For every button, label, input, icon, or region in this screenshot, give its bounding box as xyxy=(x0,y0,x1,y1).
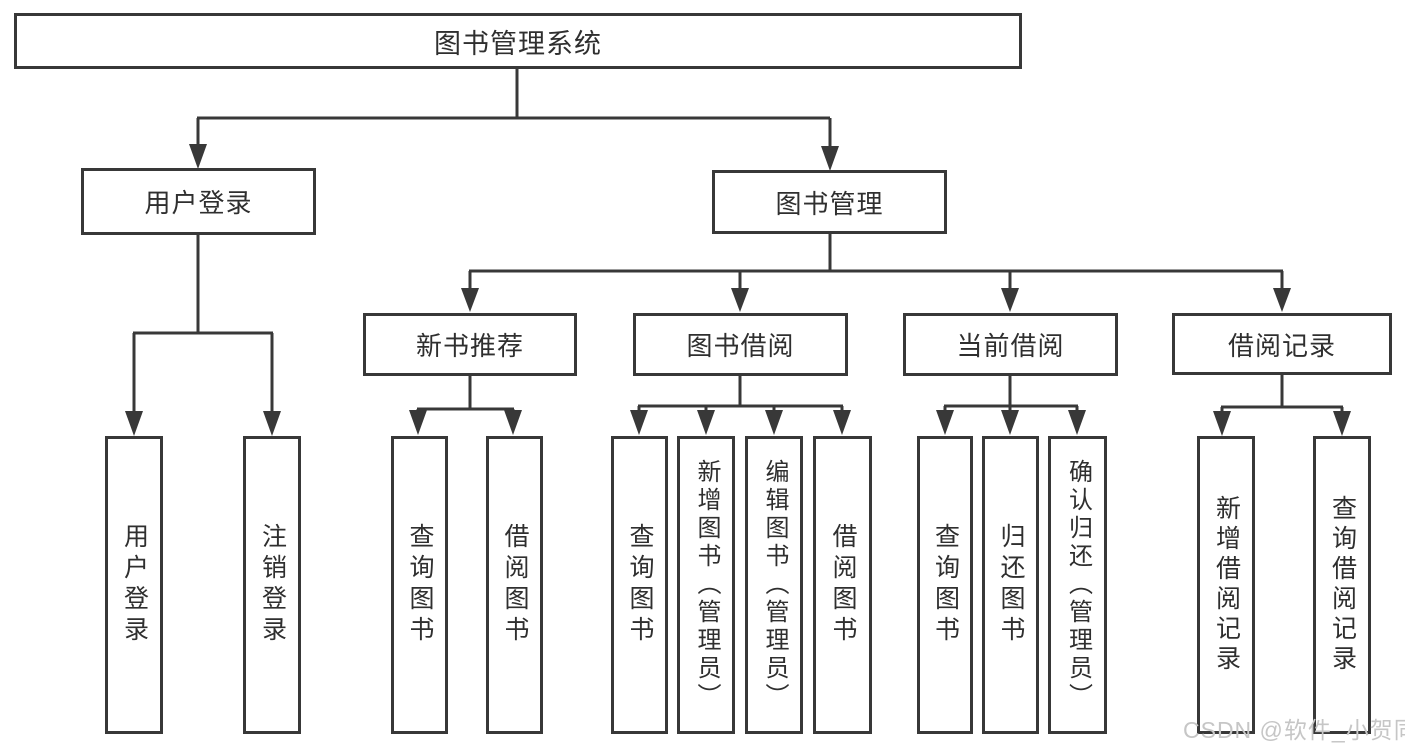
node-user-login-label: 用户登录 xyxy=(144,188,253,218)
connector-root xyxy=(189,68,839,171)
node-book-borrowing: 图书借阅 xyxy=(633,313,848,376)
connector-new-book-recommend xyxy=(409,375,522,435)
node-book-management-label: 图书管理 xyxy=(775,188,884,219)
csdn-watermark: CSDN @软件_小贺同学 xyxy=(1183,717,1405,743)
node-user-login: 用户登录 xyxy=(81,168,316,235)
leaf-edit-book-admin-label: 编辑图书（管理员） xyxy=(761,459,788,711)
node-current-borrowing: 当前借阅 xyxy=(903,313,1118,376)
leaf-add-borrow-record: 新增借阅记录 xyxy=(1197,436,1255,734)
leaf-query-borrow-record: 查询借阅记录 xyxy=(1313,436,1371,734)
leaf-borrow-books-recommend: 借阅图书 xyxy=(486,436,543,734)
leaf-logout: 注销登录 xyxy=(243,436,301,734)
leaf-edit-book-admin: 编辑图书（管理员） xyxy=(745,436,803,734)
leaf-user-login: 用户登录 xyxy=(105,436,163,734)
leaf-confirm-return-admin: 确认归还（管理员） xyxy=(1048,436,1107,734)
leaf-add-book-admin-label: 新增图书（管理员） xyxy=(693,459,720,711)
leaf-borrow-books-recommend-label: 借阅图书 xyxy=(501,523,529,647)
node-library-management-system: 图书管理系统 xyxy=(14,13,1022,69)
leaf-return-book-label: 归还图书 xyxy=(997,523,1025,647)
connector-book-management xyxy=(461,233,1291,312)
leaf-query-books-current-label: 查询图书 xyxy=(931,523,960,647)
node-library-management-system-label: 图书管理系统 xyxy=(434,28,602,59)
leaf-borrow-books-borrowing-label: 借阅图书 xyxy=(829,523,857,647)
node-new-book-recommend-label: 新书推荐 xyxy=(415,331,524,361)
leaf-query-books-recommend-label: 查询图书 xyxy=(406,523,434,647)
leaf-query-borrow-record-label: 查询借阅记录 xyxy=(1328,495,1357,675)
leaf-return-book: 归还图书 xyxy=(982,436,1039,734)
leaf-query-books-recommend: 查询图书 xyxy=(391,436,448,734)
node-book-management: 图书管理 xyxy=(712,170,947,234)
leaf-query-books-borrowing-label: 查询图书 xyxy=(626,523,654,647)
leaf-query-books-current: 查询图书 xyxy=(917,436,973,734)
leaf-query-books-borrowing: 查询图书 xyxy=(611,436,668,734)
node-borrowing-records: 借阅记录 xyxy=(1172,313,1392,375)
leaf-add-borrow-record-label: 新增借阅记录 xyxy=(1212,495,1241,675)
node-borrowing-records-label: 借阅记录 xyxy=(1227,330,1336,361)
leaf-logout-label: 注销登录 xyxy=(258,523,287,647)
node-new-book-recommend: 新书推荐 xyxy=(363,313,577,376)
connector-borrowing-records xyxy=(1213,374,1351,436)
connector-user-login xyxy=(125,234,281,436)
leaf-user-login-label: 用户登录 xyxy=(120,523,149,647)
node-current-borrowing-label: 当前借阅 xyxy=(956,331,1065,361)
node-book-borrowing-label: 图书借阅 xyxy=(686,331,795,361)
leaf-add-book-admin: 新增图书（管理员） xyxy=(677,436,735,734)
connector-book-borrowing xyxy=(630,375,851,435)
connector-current-borrowing xyxy=(936,375,1086,435)
leaf-confirm-return-admin-label: 确认归还（管理员） xyxy=(1064,459,1092,711)
leaf-borrow-books-borrowing: 借阅图书 xyxy=(813,436,872,734)
